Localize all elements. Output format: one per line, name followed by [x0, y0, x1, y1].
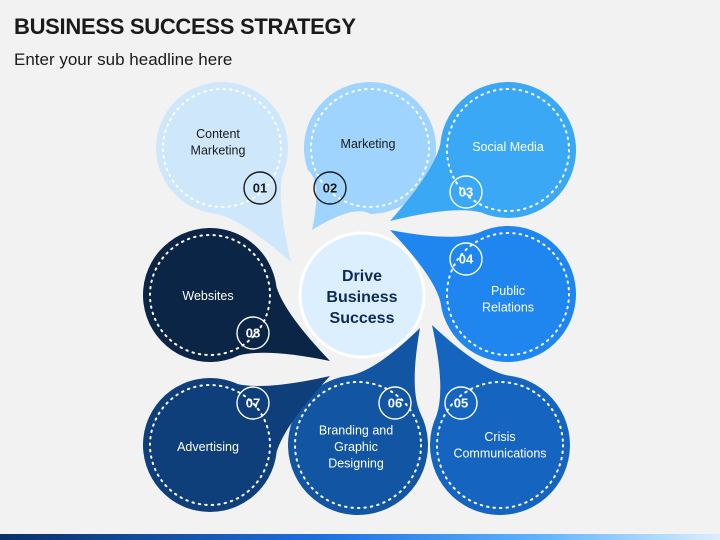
slide-subtitle: Enter your sub headline here	[14, 50, 233, 69]
petal-dotted-ring	[310, 88, 430, 208]
number-badge	[313, 171, 347, 205]
petal-label: Public	[491, 284, 525, 298]
center-label: Drive	[342, 268, 382, 285]
petal-dotted-ring	[149, 234, 271, 356]
petal-dotted-ring	[446, 88, 570, 212]
petal-label: Graphic	[334, 440, 378, 454]
petal-number: 04	[459, 252, 474, 267]
petal-shape	[390, 226, 577, 362]
petal-label: Content	[196, 127, 240, 141]
number-badge	[378, 386, 412, 420]
petal-label: Communications	[453, 446, 546, 460]
footer-accent-bar	[0, 534, 720, 540]
petal-number: 07	[246, 396, 260, 411]
petal-label: Social Media	[472, 140, 544, 154]
petal-dotted-ring	[446, 232, 570, 356]
petal-shape	[390, 82, 576, 222]
number-badge	[449, 242, 483, 276]
petal-label: Marketing	[341, 137, 396, 151]
petal-dotted-ring	[294, 381, 422, 509]
number-badge	[444, 386, 478, 420]
petal-number: 05	[454, 396, 468, 411]
petal-label: Marketing	[191, 143, 246, 157]
petal-label: Relations	[482, 300, 534, 314]
petal-shape	[142, 376, 330, 512]
petal-dotted-ring	[436, 381, 564, 509]
petal-number: 08	[246, 326, 260, 341]
petal-08: 08 Websites	[143, 227, 330, 362]
petal-02: 02 Marketing	[304, 82, 437, 230]
petal-label: Branding and	[319, 424, 393, 438]
petal-label: Crisis	[484, 430, 515, 444]
petal-shape	[287, 328, 428, 515]
number-badge	[236, 316, 270, 350]
center-label: Success	[330, 310, 395, 327]
petal-label: Websites	[182, 289, 233, 303]
petal-shape	[304, 82, 437, 230]
petal-shape	[429, 325, 570, 516]
petal-shape	[156, 81, 291, 262]
petal-number: 03	[459, 185, 473, 200]
petal-dotted-ring	[162, 88, 282, 208]
petal-number: 06	[388, 396, 402, 411]
petal-dotted-ring	[149, 384, 271, 506]
petal-number: 01	[253, 181, 267, 196]
number-badge	[243, 171, 277, 205]
number-badge	[449, 175, 483, 209]
petal-label: Designing	[328, 457, 384, 471]
petal-03: 03 Social Media	[390, 82, 576, 222]
slide-title: BUSINESS SUCCESS STRATEGY	[14, 14, 356, 39]
petal-number: 02	[323, 181, 337, 196]
petal-shape	[143, 227, 330, 362]
number-badge	[236, 386, 270, 420]
center-label: Business	[326, 289, 397, 306]
center-circle	[298, 231, 426, 359]
petal-label: Advertising	[177, 440, 239, 454]
